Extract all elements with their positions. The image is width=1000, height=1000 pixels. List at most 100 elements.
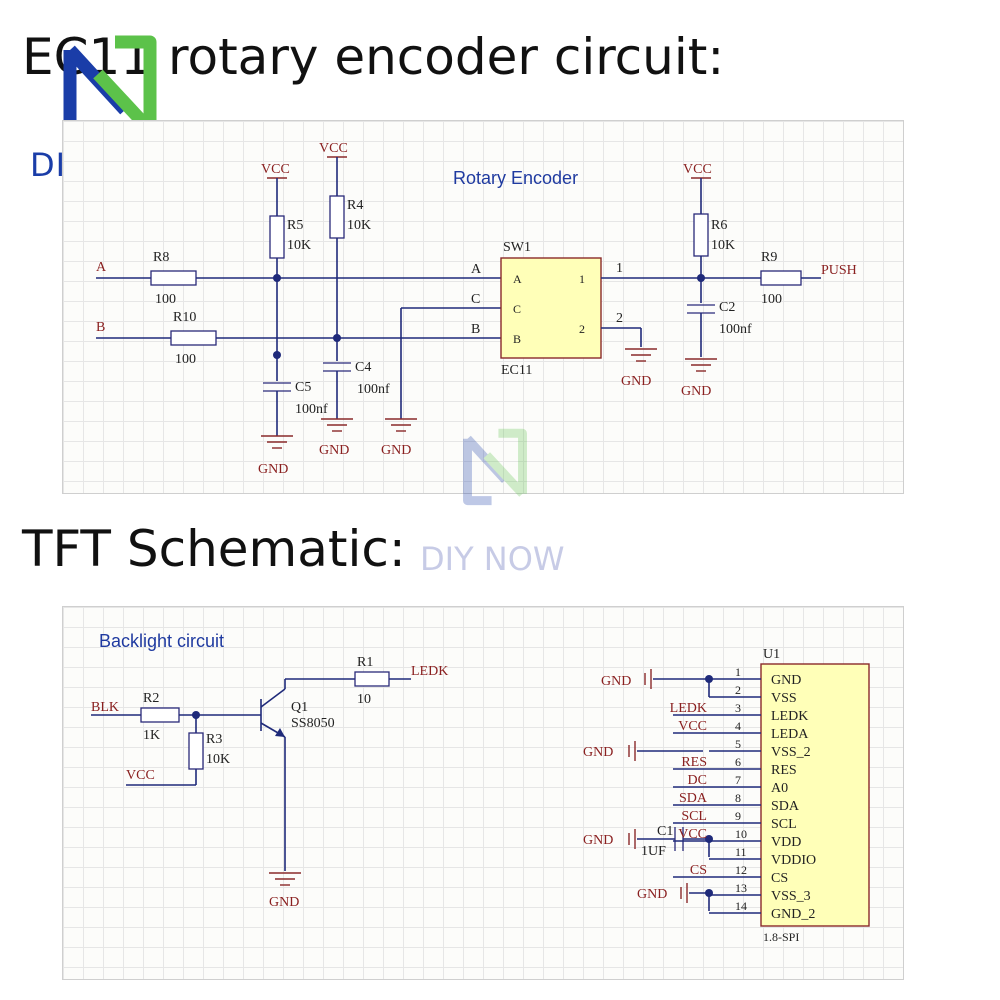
c4-ref: C4 <box>355 360 371 375</box>
net-label-blk: BLK <box>91 700 119 715</box>
resistor-r2 <box>140 707 180 723</box>
r6-value: 10K <box>711 238 735 253</box>
u1-pin-12-net-label: CS <box>690 863 707 878</box>
sw1-wire-a-label: A <box>471 262 482 277</box>
junction-r5-a <box>273 274 281 282</box>
r8-value: 100 <box>155 292 176 307</box>
u1-pin-9-number: 9 <box>735 809 741 823</box>
resistor-r9 <box>760 270 802 286</box>
r4-value: 10K <box>347 218 371 233</box>
gnd-c2-label: GND <box>681 384 711 399</box>
sw1-wire-2-label: 2 <box>616 311 623 326</box>
r6-vcc-label: VCC <box>683 162 712 177</box>
r2-value: 1K <box>143 728 160 743</box>
tft-schematic-panel: Backlight circuit BLK R2 1K R3 10K VCC Q… <box>62 606 904 980</box>
sw1-ref: SW1 <box>503 240 531 255</box>
u1-pin-14-number: 14 <box>735 899 747 913</box>
u1-pin-7-name: A0 <box>771 781 788 796</box>
c2-value: 100nf <box>719 322 752 337</box>
u1-pin-6-number: 6 <box>735 755 741 769</box>
junction-r6-push <box>697 274 705 282</box>
u1-pin-1-name: GND <box>771 673 801 688</box>
u1-ref: U1 <box>763 647 780 662</box>
u1-pin-12-name: CS <box>771 871 788 886</box>
c1-value: 1UF <box>641 844 666 859</box>
sw1-wire-b-label: B <box>471 322 480 337</box>
u1-part: 1.8-SPI <box>763 930 799 944</box>
r2-ref: R2 <box>143 691 159 706</box>
encoder-schematic-panel: Rotary Encoder A R8 100 B R10 100 VCC R5… <box>62 120 904 494</box>
net-label-push: PUSH <box>821 263 857 278</box>
c2-ref: C2 <box>719 300 735 315</box>
r5-value: 10K <box>287 238 311 253</box>
r6-ref: R6 <box>711 218 727 233</box>
gnd-c4-label: GND <box>319 443 349 458</box>
u1-pin-11-number: 11 <box>735 845 747 859</box>
u1-pin-10-number: 10 <box>735 827 747 841</box>
r8-ref: R8 <box>153 250 169 265</box>
u1-pin-2-name: VSS <box>771 691 797 706</box>
resistor-r6 <box>693 213 709 257</box>
encoder-caption: Rotary Encoder <box>453 168 578 188</box>
u1-pin-8-number: 8 <box>735 791 741 805</box>
resistor-r1 <box>354 671 390 687</box>
u1-pin-2-number: 2 <box>735 683 741 697</box>
gnd13-label: GND <box>637 887 667 902</box>
q1-emitter-arrow-icon <box>275 728 285 737</box>
r4-vcc-label: VCC <box>319 141 348 156</box>
q1-ref: Q1 <box>291 700 308 715</box>
c5-value: 100nf <box>295 402 328 417</box>
u1-pin-4-number: 4 <box>735 719 741 733</box>
r1-ref: R1 <box>357 655 373 670</box>
backlight-caption: Backlight circuit <box>99 631 224 651</box>
u1-pin-8-name: SDA <box>771 799 800 814</box>
encoder-sw1 <box>500 257 602 359</box>
u1-pin-11-name: VDDIO <box>771 853 816 868</box>
u1-pin-10-name: VDD <box>771 835 801 850</box>
c1-ref: C1 <box>657 824 673 839</box>
resistor-r8 <box>150 270 197 286</box>
r10-value: 100 <box>175 352 196 367</box>
net-label-a: A <box>96 260 107 275</box>
tft-section-title: TFT Schematic: <box>22 520 406 578</box>
r10-ref: R10 <box>173 310 196 325</box>
gnd-q1-label: GND <box>269 895 299 910</box>
gnd10-label: GND <box>583 833 613 848</box>
gnd-sw1-label: GND <box>621 374 651 389</box>
q1-part: SS8050 <box>291 716 335 731</box>
u1-pin-1-number: 1 <box>735 665 741 679</box>
r9-ref: R9 <box>761 250 777 265</box>
sw1-pin-b: B <box>513 332 521 346</box>
gnd-c5-label: GND <box>258 462 288 477</box>
tft-schematic: Backlight circuit BLK R2 1K R3 10K VCC Q… <box>91 631 870 944</box>
u1-pin-3-net-label: LEDK <box>670 701 707 716</box>
r1-value: 10 <box>357 692 371 707</box>
u1-pin-4-name: LEDA <box>771 727 809 742</box>
sw1-part: EC11 <box>501 363 532 378</box>
junction-r4-b <box>333 334 341 342</box>
q1-collector <box>260 688 286 708</box>
u1-pin-5-number: 5 <box>735 737 741 751</box>
u1-pin-9-net-label: SCL <box>681 809 707 824</box>
resistor-r3 <box>188 732 204 770</box>
tft-u1-body <box>760 663 870 927</box>
u1-pin-9-name: SCL <box>771 817 797 832</box>
u1-pin-3-name: LEDK <box>771 709 808 724</box>
r9-value: 100 <box>761 292 782 307</box>
resistor-r5 <box>269 215 285 259</box>
sw1-pin-a: A <box>513 272 522 286</box>
r5-vcc-label: VCC <box>261 162 290 177</box>
gnd5-label: GND <box>583 745 613 760</box>
u1-pin-8-net-label: SDA <box>679 791 708 806</box>
net-label-vcc-backlight: VCC <box>126 768 155 783</box>
c4-value: 100nf <box>357 382 390 397</box>
u1-pin-group: 1GND2VSS3LEDKLEDK4LEDAVCC5VSS_26RESRES7A… <box>670 665 816 922</box>
u1-pin-12-number: 12 <box>735 863 747 877</box>
net-label-b: B <box>96 320 105 335</box>
gnd1-label: GND <box>601 674 631 689</box>
r3-value: 10K <box>206 752 230 767</box>
sw1-wire-c-label: C <box>471 292 480 307</box>
net-label-ledk: LEDK <box>411 664 448 679</box>
watermark-text: DIY NOW <box>420 540 565 578</box>
u1-pin-4-net-label: VCC <box>678 719 707 734</box>
